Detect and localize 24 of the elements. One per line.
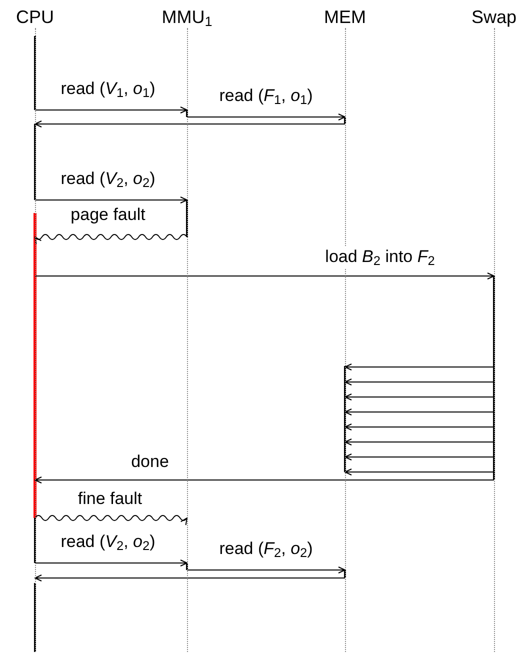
arrow xyxy=(344,394,494,400)
arrow xyxy=(344,378,494,386)
arrow xyxy=(34,196,188,204)
arrow xyxy=(344,364,494,370)
arrow xyxy=(34,476,494,484)
arrow xyxy=(186,114,346,120)
edge-label: load B$_{2}$ into F$_{2}$ xyxy=(323,246,437,268)
lifeline-header: CPU xyxy=(16,6,54,28)
arrow xyxy=(34,120,346,128)
arrow xyxy=(344,468,494,476)
wavy-arrow xyxy=(34,234,188,244)
arrow xyxy=(344,454,494,460)
lifeline-header: MMU$_{1}$ xyxy=(162,6,212,28)
arrow xyxy=(34,560,188,566)
lifeline-header: Swap xyxy=(471,6,517,28)
arrow xyxy=(34,106,188,114)
arrow xyxy=(34,574,346,582)
arrow xyxy=(344,438,494,446)
arrow xyxy=(186,566,346,574)
arrow xyxy=(344,408,494,416)
lifeline-header: MEM xyxy=(324,6,366,28)
arrow xyxy=(34,272,494,280)
arrow xyxy=(344,424,494,430)
wavy-arrow xyxy=(34,515,188,526)
